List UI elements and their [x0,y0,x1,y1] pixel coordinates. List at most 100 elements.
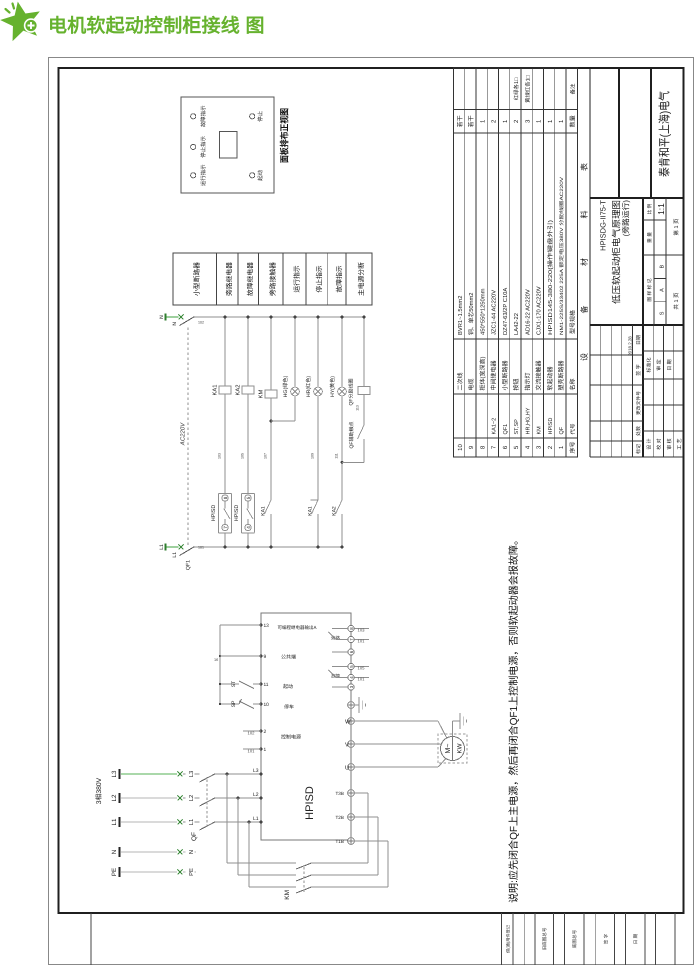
svg-text:QF分励线圈: QF分励线圈 [348,379,355,406]
svg-text:L2: L2 [253,792,259,798]
svg-text:KM: KM [537,426,543,435]
svg-text:9: 9 [264,654,267,660]
svg-text:3: 3 [524,119,531,123]
svg-text:AC220V: AC220V [180,422,187,446]
svg-text:1: 1 [558,119,565,123]
svg-text:U: U [345,766,349,772]
svg-text:故障: 故障 [331,674,340,679]
svg-text:序号: 序号 [568,441,576,453]
svg-text:小型断路器: 小型断路器 [193,262,201,296]
svg-text:L1: L1 [253,816,259,822]
svg-text:101: 101 [248,749,256,754]
svg-text:可编程继电器输出A: 可编程继电器输出A [278,625,317,630]
svg-text:11: 11 [264,682,269,688]
svg-text:N: N [111,850,118,854]
svg-text:9: 9 [468,445,475,449]
svg-text:软起动器: 软起动器 [546,366,554,390]
svg-text:101: 101 [358,676,366,681]
svg-text:名称: 名称 [568,378,576,390]
svg-text:电缆: 电缆 [467,378,475,390]
svg-text:借(通)用件登记: 借(通)用件登记 [506,924,511,953]
svg-text:HPISDG-II75-T: HPISDG-II75-T [599,200,608,251]
svg-text:停车: 停车 [284,703,294,710]
svg-text:铜、单芯50mm2: 铜、单芯50mm2 [468,292,475,335]
svg-text:日 期: 日 期 [633,933,638,944]
svg-text:L3: L3 [253,768,259,774]
svg-text:日 期: 日 期 [666,359,673,370]
svg-text:交流接触器: 交流接触器 [535,360,543,390]
svg-text:8: 8 [223,496,228,499]
svg-text:102: 102 [248,731,256,736]
svg-text:T1B: T1B [336,839,344,844]
svg-text:设 计: 设 计 [645,438,652,449]
svg-text:BVR1~1.5mm2: BVR1~1.5mm2 [457,296,464,335]
svg-text:8: 8 [479,445,486,449]
svg-text:N: N [189,850,195,854]
svg-text:13: 13 [264,623,270,629]
svg-text:4: 4 [349,676,354,679]
svg-text:7: 7 [491,445,498,449]
svg-text:HPISD145-380-220(操作键盘外引): HPISD145-380-220(操作键盘外引) [547,220,554,335]
svg-text:指示灯: 指示灯 [523,372,531,390]
svg-text:二次线: 二次线 [456,372,464,390]
svg-text:CJX1-170 AC220V: CJX1-170 AC220V [536,286,543,335]
svg-text:102: 102 [198,321,204,325]
svg-text:1: 1 [502,119,509,123]
svg-text:450*550*1250mm: 450*550*1250mm [479,288,486,335]
svg-text:5: 5 [246,496,251,499]
svg-text:共 1 页: 共 1 页 [673,292,680,310]
svg-text:107: 107 [264,453,268,459]
svg-text:10: 10 [457,444,464,451]
svg-text:泰肯和平(上海)电气: 泰肯和平(上海)电气 [658,91,672,177]
svg-text:1: 1 [558,445,565,449]
svg-text:N: N [172,322,178,326]
svg-text:KA1: KA1 [308,506,314,516]
svg-text:M~: M~ [445,744,452,754]
svg-text:1:1: 1:1 [656,203,666,215]
svg-text:(旁路运行): (旁路运行) [622,200,631,237]
svg-text:中间继电器: 中间继电器 [490,360,498,390]
svg-text:运行指示: 运行指示 [200,164,207,186]
svg-text:KA1: KA1 [213,385,219,396]
svg-text:2018.2.28: 2018.2.28 [627,336,632,356]
svg-text:KM: KM [259,389,265,398]
svg-text:低压软起动柜电气原理图: 低压软起动柜电气原理图 [612,200,622,304]
svg-text:8: 8 [349,627,354,630]
svg-text:小型断路器: 小型断路器 [501,360,509,390]
svg-text:HR(红色): HR(红色) [305,376,312,398]
svg-text:故障指示: 故障指示 [200,105,207,127]
svg-text:101: 101 [358,638,366,643]
svg-text:1: 1 [264,747,267,753]
svg-text:按钮: 按钮 [512,378,520,390]
svg-text:JZC1-44 AC220V: JZC1-44 AC220V [491,290,498,335]
svg-text:HG(绿色): HG(绿色) [282,375,289,397]
svg-text:L1: L1 [159,544,165,550]
svg-text:AD16-22 AC220V: AD16-22 AC220V [524,289,531,335]
svg-text:第 1 页: 第 1 页 [673,218,680,236]
svg-text:主电源分断: 主电源分断 [358,262,366,296]
svg-text:KM: KM [284,890,291,900]
svg-text:SP: SP [231,700,237,707]
svg-text:HR,HG,HY: HR,HG,HY [525,407,531,434]
svg-text:HPISD: HPISD [211,505,217,522]
svg-text:QF辅助触点: QF辅助触点 [348,422,355,449]
svg-text:备注: 备注 [569,83,576,94]
svg-text:旧底图总号: 旧底图总号 [542,927,547,950]
svg-text:数量: 数量 [568,115,576,127]
svg-text:红绿各1□: 红绿各1□ [513,77,520,100]
svg-text:W: W [345,720,351,726]
svg-text:L3: L3 [188,771,195,777]
svg-text:KA2: KA2 [235,385,242,396]
svg-text:3相380V: 3相380V [95,777,103,804]
svg-text:V: V [345,743,349,749]
svg-text:2: 2 [513,119,520,123]
svg-text:4: 4 [524,445,531,449]
svg-text:公共端: 公共端 [281,653,296,660]
svg-text:QF: QF [559,426,565,434]
svg-text:2: 2 [547,445,554,449]
svg-text:HPISD: HPISD [548,418,554,435]
svg-text:故障指示: 故障指示 [335,265,343,292]
svg-text:L1: L1 [189,819,195,825]
svg-text:标准化: 标准化 [645,357,652,372]
svg-text:L3: L3 [111,770,118,777]
